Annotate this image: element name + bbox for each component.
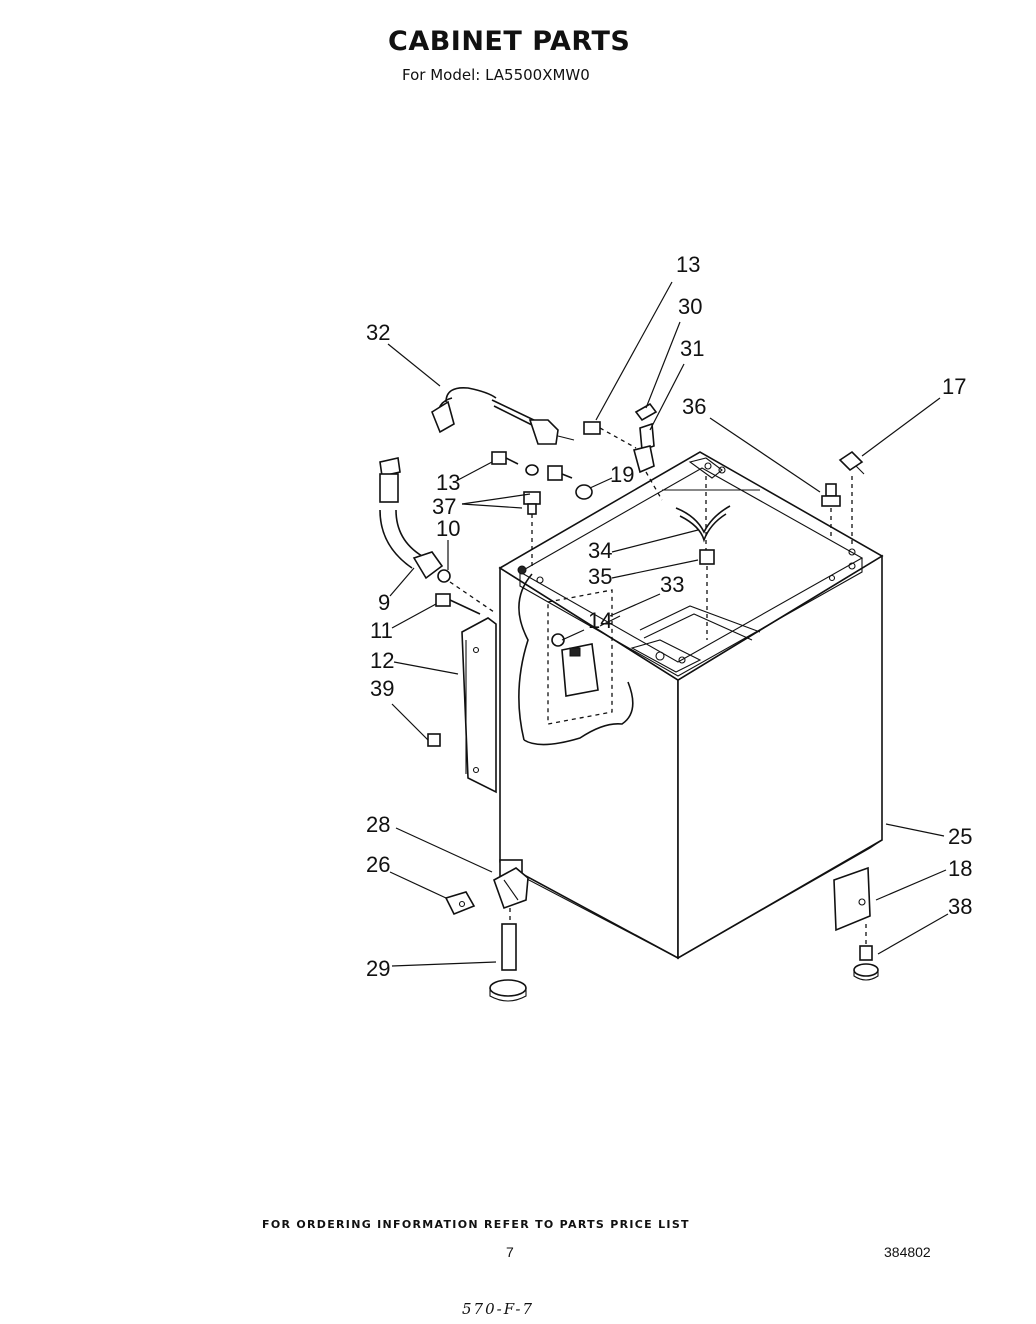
stud-part	[821, 483, 841, 540]
callout-13: 13	[676, 252, 700, 277]
leader-lines	[387, 281, 949, 967]
callout-9: 9	[378, 590, 390, 615]
callout-29: 29	[366, 956, 390, 981]
callout-14: 14	[588, 608, 612, 633]
screws-group	[491, 451, 593, 570]
handwritten-code: 570-F-7	[462, 1300, 535, 1318]
rear-foot-parts	[833, 866, 879, 981]
pressure-hose-part	[431, 386, 575, 445]
callout-36: 36	[682, 394, 706, 419]
callout-35: 35	[588, 564, 612, 589]
cabinet	[498, 451, 884, 960]
callout-17: 17	[942, 374, 966, 399]
suspension-bracket	[662, 476, 760, 552]
front-leg-parts	[444, 867, 529, 1002]
callout-28: 28	[366, 812, 390, 837]
lid-switch-parts	[583, 402, 663, 501]
document-number: 384802	[884, 1244, 931, 1260]
callout-11: 11	[370, 618, 393, 643]
hose-part	[379, 457, 495, 615]
side-panel-part	[427, 617, 497, 794]
callout-13-b: 13	[436, 470, 460, 495]
callout-33: 33	[660, 572, 684, 597]
clip-part	[838, 450, 865, 548]
timer-harness-part	[518, 573, 634, 746]
callout-39: 39	[370, 676, 394, 701]
page-title: CABINET PARTS	[388, 26, 631, 57]
page-number: 7	[506, 1244, 514, 1260]
callout-38: 38	[948, 894, 972, 919]
callout-19: 19	[610, 462, 634, 487]
grommet-part	[699, 549, 715, 640]
callout-31: 31	[680, 336, 704, 361]
callout-34: 34	[588, 538, 612, 563]
callout-18: 18	[948, 856, 972, 881]
callout-26: 26	[366, 852, 390, 877]
ordering-note: FOR ORDERING INFORMATION REFER TO PARTS …	[262, 1218, 690, 1231]
model-subtitle: For Model: LA5500XMW0	[402, 66, 590, 84]
callout-25: 25	[948, 824, 972, 849]
callout-37: 37	[432, 494, 456, 519]
callout-12: 12	[370, 648, 394, 673]
callout-30: 30	[678, 294, 702, 319]
callout-32: 32	[366, 320, 390, 345]
callout-10: 10	[436, 516, 460, 541]
